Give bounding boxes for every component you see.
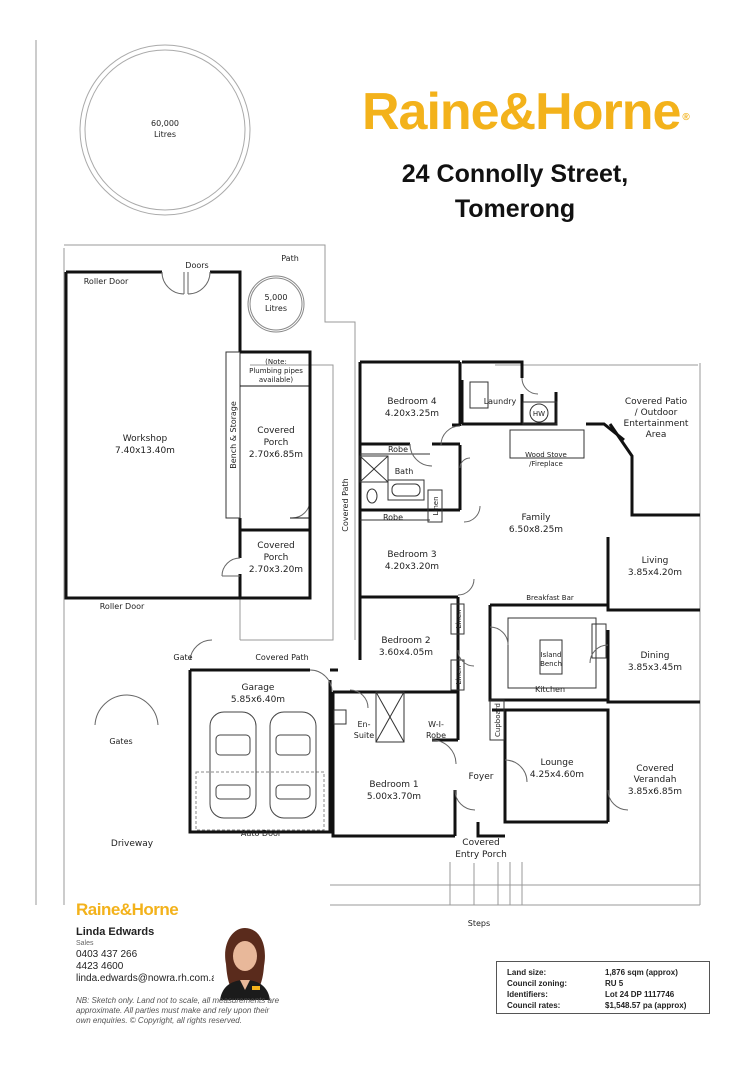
- wood-stove-label: Wood Stove/Fireplace: [525, 451, 567, 468]
- info-row-zoning: Council zoning: RU 5: [507, 979, 707, 989]
- info-row-land-size: Land size: 1,876 sqm (approx): [507, 968, 707, 978]
- info-value: $1,548.57 pa (approx): [605, 1001, 687, 1010]
- label-bench-storage: Bench & Storage: [229, 401, 238, 469]
- disclaimer: NB: Sketch only. Land not to scale, all …: [76, 996, 280, 1025]
- house-door-swings: [349, 377, 629, 811]
- info-value: RU 5: [605, 979, 624, 988]
- info-label: Council rates:: [507, 1001, 561, 1010]
- brand-logo: Raine&Horne®: [362, 83, 690, 141]
- garage-door-swing: [309, 669, 333, 693]
- label-robe-lower: Robe: [383, 513, 403, 522]
- info-label: Identifiers:: [507, 990, 548, 999]
- rain-tank-small: [247, 275, 305, 333]
- covered-porches: [240, 350, 312, 600]
- label-bath: Bath: [395, 467, 414, 476]
- label-laundry: Laundry: [484, 397, 517, 406]
- agent-name: Linda Edwards: [76, 926, 155, 938]
- label-linen-3: Linen: [455, 665, 463, 684]
- label-covered-path-horizontal: Covered Path: [255, 653, 308, 662]
- agent-phone-mobile[interactable]: 0403 437 266: [76, 949, 138, 960]
- info-label: Council zoning:: [507, 979, 567, 988]
- info-label: Land size:: [507, 968, 547, 977]
- ensuite-label: En-Suite: [354, 720, 375, 740]
- address-street: 24 Connolly Street,: [401, 160, 629, 188]
- label-driveway: Driveway: [111, 839, 154, 849]
- hot-water-unit: [529, 403, 549, 423]
- info-value: Lot 24 DP 1117746: [605, 990, 675, 999]
- rain-tank-large: [79, 44, 251, 216]
- label-roller-door-bottom: Roller Door: [100, 602, 145, 611]
- garage-cars: [209, 711, 317, 819]
- label-cupboard: Cupboard: [494, 703, 502, 737]
- label-linen-1: Linen: [432, 496, 440, 515]
- gates: [94, 639, 213, 726]
- label-robe-upper: Robe: [388, 445, 408, 454]
- garage: [188, 668, 338, 834]
- label-covered-path-vertical: Covered Path: [341, 478, 350, 531]
- address-suburb: Tomerong: [454, 195, 576, 223]
- label-gates: Gates: [109, 737, 132, 746]
- wirobe-label: W-I-Robe: [426, 720, 446, 740]
- label-breakfast-bar: Breakfast Bar: [526, 594, 574, 602]
- property-boundary: [35, 40, 701, 906]
- label-path: Path: [281, 254, 299, 263]
- info-row-identifiers: Identifiers: Lot 24 DP 1117746: [507, 990, 707, 1000]
- label-gate: Gate: [173, 653, 192, 662]
- bath-icon: [391, 483, 421, 497]
- label-steps: Steps: [468, 919, 490, 928]
- label-roller-door-top: Roller Door: [84, 277, 129, 286]
- agent-photo: [214, 924, 276, 1000]
- agent-title: Sales: [76, 940, 94, 947]
- house-interior-lines: [333, 381, 607, 743]
- label-hw: HW: [533, 410, 545, 418]
- label-doors: Doors: [185, 261, 208, 270]
- bench-storage: [225, 351, 241, 519]
- garage-auto-door: [195, 771, 325, 831]
- property-info-box: Land size: 1,876 sqm (approx) Council zo…: [496, 961, 710, 1014]
- label-foyer: Foyer: [469, 772, 494, 782]
- toilet-icon: [366, 488, 378, 504]
- brand-logo-small: Raine&Horne: [76, 900, 179, 919]
- agent-email[interactable]: linda.edwards@nowra.rh.com.au: [76, 973, 223, 984]
- label-auto-door: Auto Door: [241, 829, 282, 838]
- agent-phone-office[interactable]: 4423 4600: [76, 961, 124, 972]
- label-linen-2: Linen: [455, 609, 463, 628]
- info-row-rates: Council rates: $1,548.57 pa (approx): [507, 1001, 707, 1011]
- info-value: 1,876 sqm (approx): [605, 968, 678, 977]
- workshop: [64, 270, 242, 600]
- label-kitchen: Kitchen: [535, 685, 565, 694]
